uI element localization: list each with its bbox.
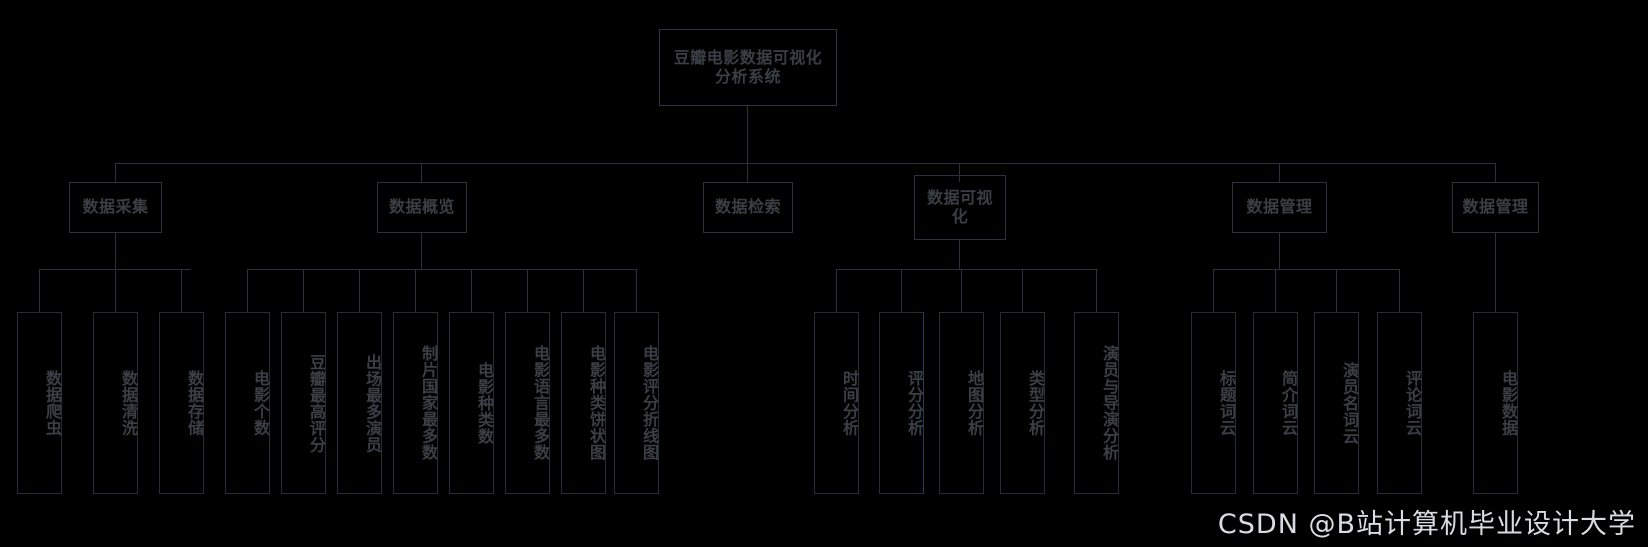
node-branch-data-management-2[interactable]: 数据管理 (1452, 182, 1539, 233)
node-leaf-title-wordcloud[interactable]: 标题词云 (1191, 312, 1236, 494)
node-leaf-data-crawler[interactable]: 数据爬虫 (17, 312, 62, 494)
connector-root-stem (747, 106, 749, 163)
connector-overview-bus (247, 269, 636, 271)
node-leaf-movie-genre-count[interactable]: 电影种类数 (449, 312, 494, 494)
node-root[interactable]: 豆瓣电影数据可视化分析系统 (659, 29, 837, 106)
node-leaf-rating-analysis[interactable]: 评分分析 (879, 312, 924, 494)
connector-visualization-bus (836, 269, 1098, 271)
watermark-text: CSDN @B站计算机毕业设计大学 (1217, 509, 1636, 540)
connector-visualization-stem (959, 240, 961, 269)
connector-drop-search (747, 163, 749, 182)
node-leaf-map-analysis[interactable]: 地图分析 (939, 312, 984, 494)
connector-overview-leaf-3 (359, 269, 361, 312)
node-branch-data-visualization[interactable]: 数据可视化 (914, 175, 1006, 240)
connector-level2-bus (115, 163, 1495, 165)
connector-overview-stem (421, 233, 423, 269)
connector-drop-management-2 (1495, 163, 1497, 182)
connector-management1-stem (1279, 233, 1281, 269)
node-leaf-rating-line-chart[interactable]: 电影评分折线图 (614, 312, 659, 494)
connector-management1-leaf-4 (1399, 269, 1401, 312)
node-leaf-data-cleaning[interactable]: 数据清洗 (93, 312, 138, 494)
connector-collection-leaf-1 (39, 269, 41, 312)
node-leaf-movie-data[interactable]: 电影数据 (1473, 312, 1518, 494)
connector-collection-leaf-3 (181, 269, 183, 312)
connector-visualization-leaf-2 (901, 269, 903, 312)
node-leaf-top-movie-language[interactable]: 电影语言最多数 (505, 312, 550, 494)
connector-management1-bus (1213, 269, 1399, 271)
node-leaf-data-storage[interactable]: 数据存储 (159, 312, 204, 494)
connector-drop-overview (421, 163, 423, 182)
connector-visualization-leaf-4 (1022, 269, 1024, 312)
node-leaf-douban-top-rating[interactable]: 豆瓣最高评分 (281, 312, 326, 494)
node-leaf-comment-wordcloud[interactable]: 评论词云 (1377, 312, 1422, 494)
connector-management2-stem (1495, 233, 1497, 312)
node-leaf-genre-pie-chart[interactable]: 电影种类饼状图 (561, 312, 606, 494)
connector-overview-leaf-5 (471, 269, 473, 312)
connector-overview-leaf-8 (636, 269, 638, 312)
node-leaf-synopsis-wordcloud[interactable]: 简介词云 (1253, 312, 1298, 494)
connector-overview-leaf-2 (303, 269, 305, 312)
node-leaf-most-frequent-actor[interactable]: 出场最多演员 (337, 312, 382, 494)
node-branch-data-management-1[interactable]: 数据管理 (1232, 182, 1327, 233)
connector-collection-leaf-2 (115, 269, 117, 312)
connector-drop-management-1 (1279, 163, 1281, 182)
connector-overview-leaf-1 (247, 269, 249, 312)
connector-overview-leaf-4 (415, 269, 417, 312)
connector-drop-collection (115, 163, 117, 182)
node-branch-data-overview[interactable]: 数据概览 (377, 182, 467, 233)
connector-visualization-leaf-5 (1096, 269, 1098, 312)
connector-management1-leaf-3 (1336, 269, 1338, 312)
node-leaf-movie-count[interactable]: 电影个数 (225, 312, 270, 494)
node-leaf-actor-name-wordcloud[interactable]: 演员名词云 (1314, 312, 1359, 494)
connector-visualization-leaf-1 (836, 269, 838, 312)
node-leaf-genre-analysis[interactable]: 类型分析 (1000, 312, 1045, 494)
connector-management1-leaf-2 (1275, 269, 1277, 312)
node-branch-data-search[interactable]: 数据检索 (703, 182, 793, 233)
connector-collection-stem (115, 233, 117, 269)
connector-management1-leaf-1 (1213, 269, 1215, 312)
node-leaf-actor-director-analysis[interactable]: 演员与导演分析 (1074, 312, 1119, 494)
connector-overview-leaf-7 (583, 269, 585, 312)
connector-visualization-leaf-3 (961, 269, 963, 312)
connector-drop-visualization (959, 163, 961, 182)
node-leaf-top-producing-country[interactable]: 制片国家最多数 (393, 312, 438, 494)
node-branch-data-collection[interactable]: 数据采集 (69, 182, 162, 233)
connector-overview-leaf-6 (527, 269, 529, 312)
node-leaf-time-analysis[interactable]: 时间分析 (814, 312, 859, 494)
